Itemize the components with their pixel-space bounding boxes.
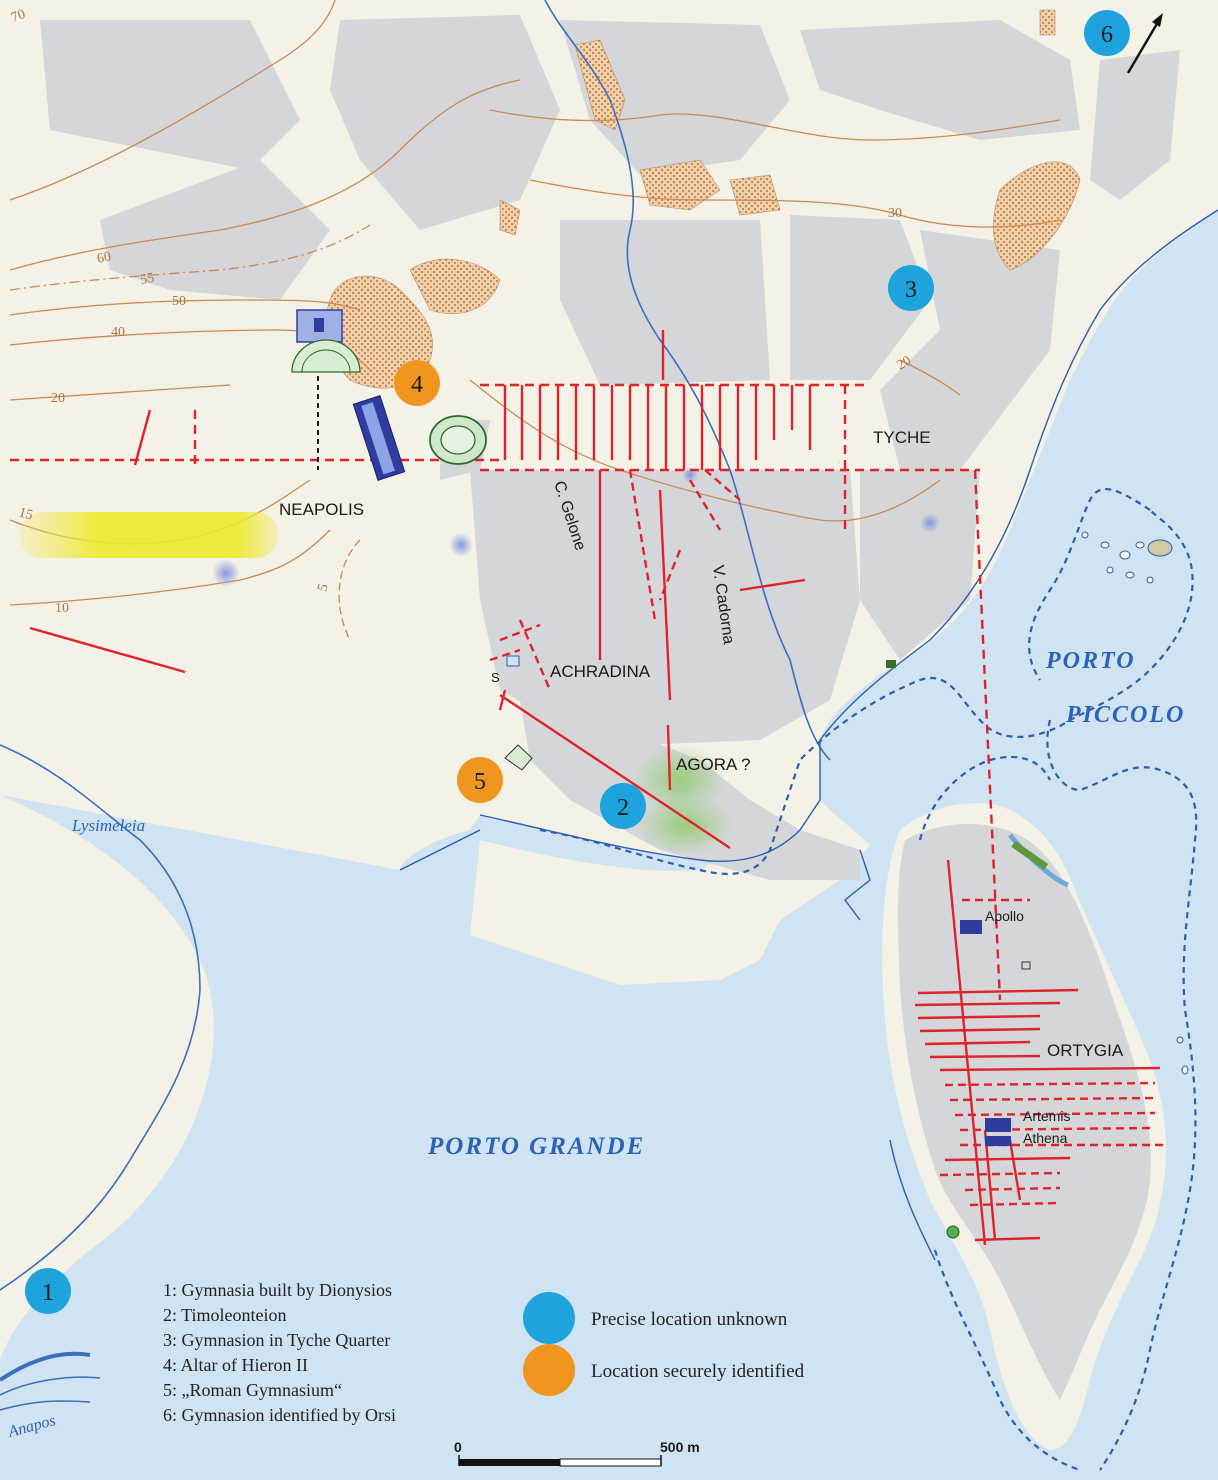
label-porto-piccolo-2: PICCOLO [1065, 702, 1185, 728]
blue-spots [212, 467, 940, 587]
contour-labels: 70 60 55 50 40 30 20 20 15 10 5 [9, 7, 914, 616]
highlight-zone [20, 512, 278, 558]
marker-number: 2 [617, 795, 629, 821]
contour-label: 10 [55, 601, 69, 616]
legend-item: 5: „Roman Gymnasium“ [163, 1380, 342, 1400]
marker-2: 2 [600, 783, 646, 829]
scale-bar: 0 500 m [454, 1439, 700, 1467]
marker-4: 4 [394, 360, 440, 406]
ortygia-grid [914, 859, 1165, 1246]
marker-number: 1 [42, 1280, 54, 1306]
marker-number: 6 [1101, 22, 1113, 48]
label-tyche: TYCHE [873, 428, 931, 447]
agora-green [635, 745, 733, 855]
rivers [0, 0, 831, 1411]
legend-item: 1: Gymnasia built by Dionysios [163, 1280, 392, 1300]
north-arrow-icon [1126, 13, 1163, 74]
scale-start: 0 [454, 1439, 462, 1455]
legend-item: 4: Altar of Hieron II [163, 1355, 308, 1375]
ortygia-built-area [897, 823, 1151, 1400]
legend-swatch-secure [523, 1344, 575, 1396]
contour-label: 15 [17, 505, 34, 523]
legend-item: 2: Timoleonteion [163, 1305, 287, 1325]
street-grid [10, 330, 1002, 1001]
monuments [291, 309, 1049, 1239]
contour-label: 20 [51, 391, 65, 406]
ancient-coastline [539, 488, 1198, 1472]
legend-swatch-unknown [523, 1292, 575, 1344]
contour-label: 60 [96, 249, 113, 267]
label-apollo: Apollo [985, 908, 1024, 924]
label-neapolis: NEAPOLIS [279, 500, 364, 519]
label-agora: AGORA ? [676, 755, 751, 774]
legend-item: 6: Gymnasion identified by Orsi [163, 1405, 396, 1425]
label-porto-piccolo-1: PORTO [1045, 648, 1136, 674]
label-lysimeleia: Lysimeleia [71, 816, 145, 835]
marker-number: 5 [474, 769, 486, 795]
legend-key-unknown: Precise location unknown [591, 1309, 788, 1330]
legend-key: Precise location unknown Location secure… [523, 1292, 805, 1396]
contour-lines [9, 0, 1061, 641]
marker-6: 6 [1084, 10, 1130, 56]
contour-label: 5 [315, 582, 331, 593]
contour-label: 20 [895, 353, 915, 373]
label-achradina: ACHRADINA [550, 662, 651, 681]
water-labels: PORTO PICCOLO PORTO GRANDE Lysimeleia An… [6, 648, 1185, 1441]
marker-5: 5 [457, 757, 503, 803]
marker-1: 1 [25, 1268, 71, 1314]
label-ortygia: ORTYGIA [1047, 1041, 1124, 1060]
contour-label: 55 [139, 271, 155, 288]
islets [1081, 531, 1189, 1075]
legend-item: 3: Gymnasion in Tyche Quarter [163, 1330, 390, 1350]
label-s: S [491, 670, 500, 685]
marker-number: 3 [905, 277, 917, 303]
marker-number: 4 [411, 372, 423, 398]
built-areas [40, 15, 1180, 880]
legend-key-secure: Location securely identified [591, 1361, 805, 1382]
label-porto-grande: PORTO GRANDE [427, 1133, 645, 1160]
scale-end: 500 m [660, 1439, 700, 1455]
marker-3: 3 [888, 265, 934, 311]
label-artemis: Artemis [1023, 1108, 1070, 1124]
label-athena: Athena [1023, 1130, 1068, 1146]
contour-label: 50 [172, 294, 186, 309]
contour-label: 70 [9, 7, 27, 26]
contour-label: 30 [888, 206, 902, 221]
place-labels: NEAPOLIS TYCHE ACHRADINA AGORA ? ORTYGIA… [279, 428, 1124, 1146]
contour-label: 40 [111, 325, 125, 340]
legend-list: 1: Gymnasia built by Dionysios 2: Timole… [163, 1280, 396, 1425]
